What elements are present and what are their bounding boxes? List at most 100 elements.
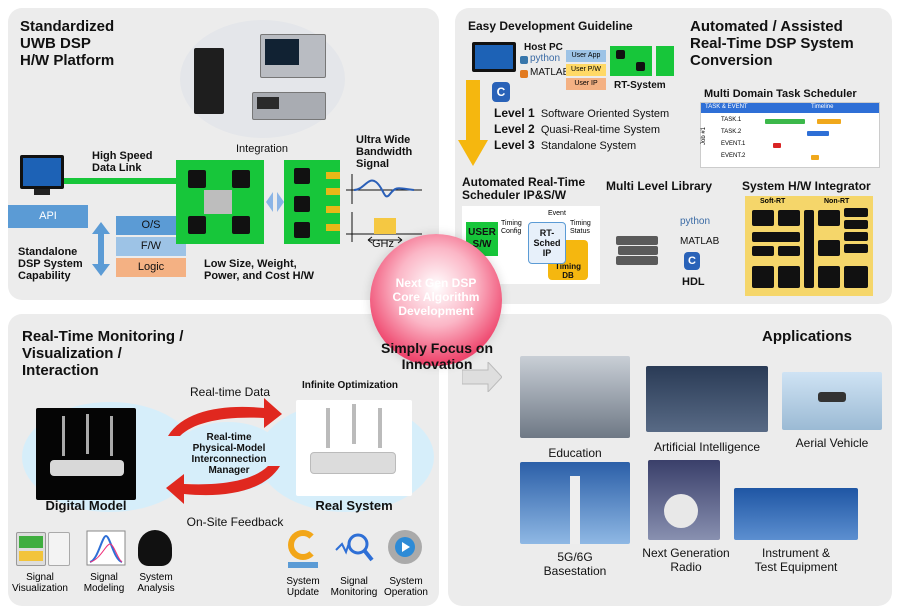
rt-system-label: RT-System <box>614 80 666 91</box>
chip <box>294 168 310 184</box>
tool-label: System Operation <box>384 576 428 598</box>
gantt-bar-task1b <box>817 119 841 124</box>
router-antenna <box>62 416 65 456</box>
chip <box>232 216 250 234</box>
rf-connector <box>326 188 340 195</box>
chip <box>232 170 250 188</box>
uwb-label: Ultra Wide Bandwidth Signal <box>356 134 413 170</box>
rf-connector <box>326 206 340 213</box>
non-block <box>818 210 840 226</box>
real-system-label: Real System <box>315 498 393 513</box>
radio-dish <box>664 494 698 528</box>
lib-c-icon: C <box>684 252 700 270</box>
signal-monitoring-icon <box>335 533 374 562</box>
gantt-row-label: EVENT.2 <box>721 153 746 159</box>
monitoring-title: Real-Time Monitoring / Visualization / I… <box>22 328 184 379</box>
matlab-label: MATLAB <box>530 67 570 78</box>
gantt-bar-task1 <box>765 119 805 124</box>
rt-board-small <box>656 46 674 76</box>
signal-visualization-icon <box>16 532 46 566</box>
host-monitor-image <box>472 42 516 72</box>
board-link-arrow-icon <box>266 192 284 212</box>
gantt-header-right: Timeline <box>811 104 834 110</box>
tool-label: System Analysis <box>137 572 175 594</box>
router-antenna <box>352 404 356 444</box>
system-analysis-icon <box>138 530 172 566</box>
logic-label: Logic <box>137 261 165 273</box>
app-label: Artificial Intelligence <box>653 440 761 454</box>
api-box: API <box>8 205 88 228</box>
focus-label: Simply Focus on Innovation <box>380 340 493 372</box>
high-speed-link-label: High Speed Data Link <box>92 150 153 174</box>
feedback-label: On-Site Feedback <box>186 515 284 529</box>
signal-modeling-icon <box>86 530 126 566</box>
c-language-icon: C <box>492 82 510 102</box>
non-block <box>844 220 868 229</box>
core-circle-label: Next Gen DSP Core Algorithm Development <box>392 276 480 318</box>
pc-stand <box>34 189 50 195</box>
router-body <box>310 452 396 474</box>
user-sw-box: USER S/W <box>466 222 498 256</box>
non-block <box>844 232 868 241</box>
timing-status-label: Timing Status <box>570 220 591 235</box>
python-label: python <box>530 53 561 64</box>
spectrum-icon <box>346 212 422 244</box>
ghz-label: GHz <box>372 238 394 250</box>
tool-label: Signal Monitoring <box>330 576 378 598</box>
oscilloscope-image <box>260 34 326 78</box>
api-label: API <box>39 210 57 222</box>
tower-mast <box>570 476 580 544</box>
matlab-icon <box>520 70 528 78</box>
signal-generator-image <box>252 92 326 120</box>
mdts-title: Multi Domain Task Scheduler <box>704 88 857 100</box>
ai-image <box>646 366 768 432</box>
updown-arrow-icon <box>92 222 110 276</box>
router-antenna <box>378 408 382 448</box>
non-block <box>844 266 868 288</box>
chip <box>636 62 645 71</box>
router-antenna <box>110 416 113 456</box>
rf-connector <box>326 172 340 179</box>
book-icon <box>618 246 658 255</box>
gantt-bar-task2 <box>807 131 829 136</box>
non-block <box>844 208 868 217</box>
gantt-axis-label: Job #1 <box>701 126 708 146</box>
focus-arrow-icon <box>462 362 502 392</box>
fpga-main-chip <box>204 190 232 214</box>
timing-config-label: Timing Config <box>501 220 522 235</box>
book-icon <box>616 236 658 245</box>
soft-block <box>752 232 800 242</box>
core-circle <box>370 234 502 366</box>
lower-red-arrow-icon <box>166 466 280 504</box>
router-body <box>50 460 124 476</box>
drone-body <box>818 392 846 402</box>
sw-box-user-ip: User IP <box>566 78 606 90</box>
upper-red-arrow-icon <box>168 398 282 436</box>
level-down-arrow-icon <box>458 80 488 166</box>
lib-python-label: python <box>680 216 711 227</box>
soft-block <box>778 210 800 226</box>
rt-sched-box: RT- Sched IP <box>528 222 566 264</box>
soft-block <box>752 246 774 256</box>
chip <box>616 50 625 59</box>
router-antenna <box>326 408 330 448</box>
timing-db-label: Timing DB <box>554 262 582 280</box>
non-rt-label: Non-RT <box>824 198 850 205</box>
levels-list: Level 1 Software Oriented System Level 2… <box>494 106 669 154</box>
digital-model-label: Digital Model <box>45 498 127 513</box>
instrument-image <box>734 488 858 540</box>
router-antenna <box>86 414 89 454</box>
soft-block <box>752 266 774 288</box>
non-block <box>818 240 840 256</box>
system-operation-icon <box>388 530 422 564</box>
app-label: Instrument & Test Equipment <box>754 546 838 574</box>
infinite-optimization-label: Infinite Optimization <box>301 380 399 391</box>
sw-box-user-app: User App <box>566 50 606 62</box>
system-update-icon <box>288 530 318 560</box>
app-label: 5G/6G Basestation <box>543 550 607 578</box>
non-block <box>844 244 868 253</box>
gantt-row-label: EVENT.1 <box>721 141 746 147</box>
hdl-label: HDL <box>682 276 705 288</box>
desktop-pc-image <box>20 155 64 189</box>
fw-layer: F/W <box>116 237 186 256</box>
